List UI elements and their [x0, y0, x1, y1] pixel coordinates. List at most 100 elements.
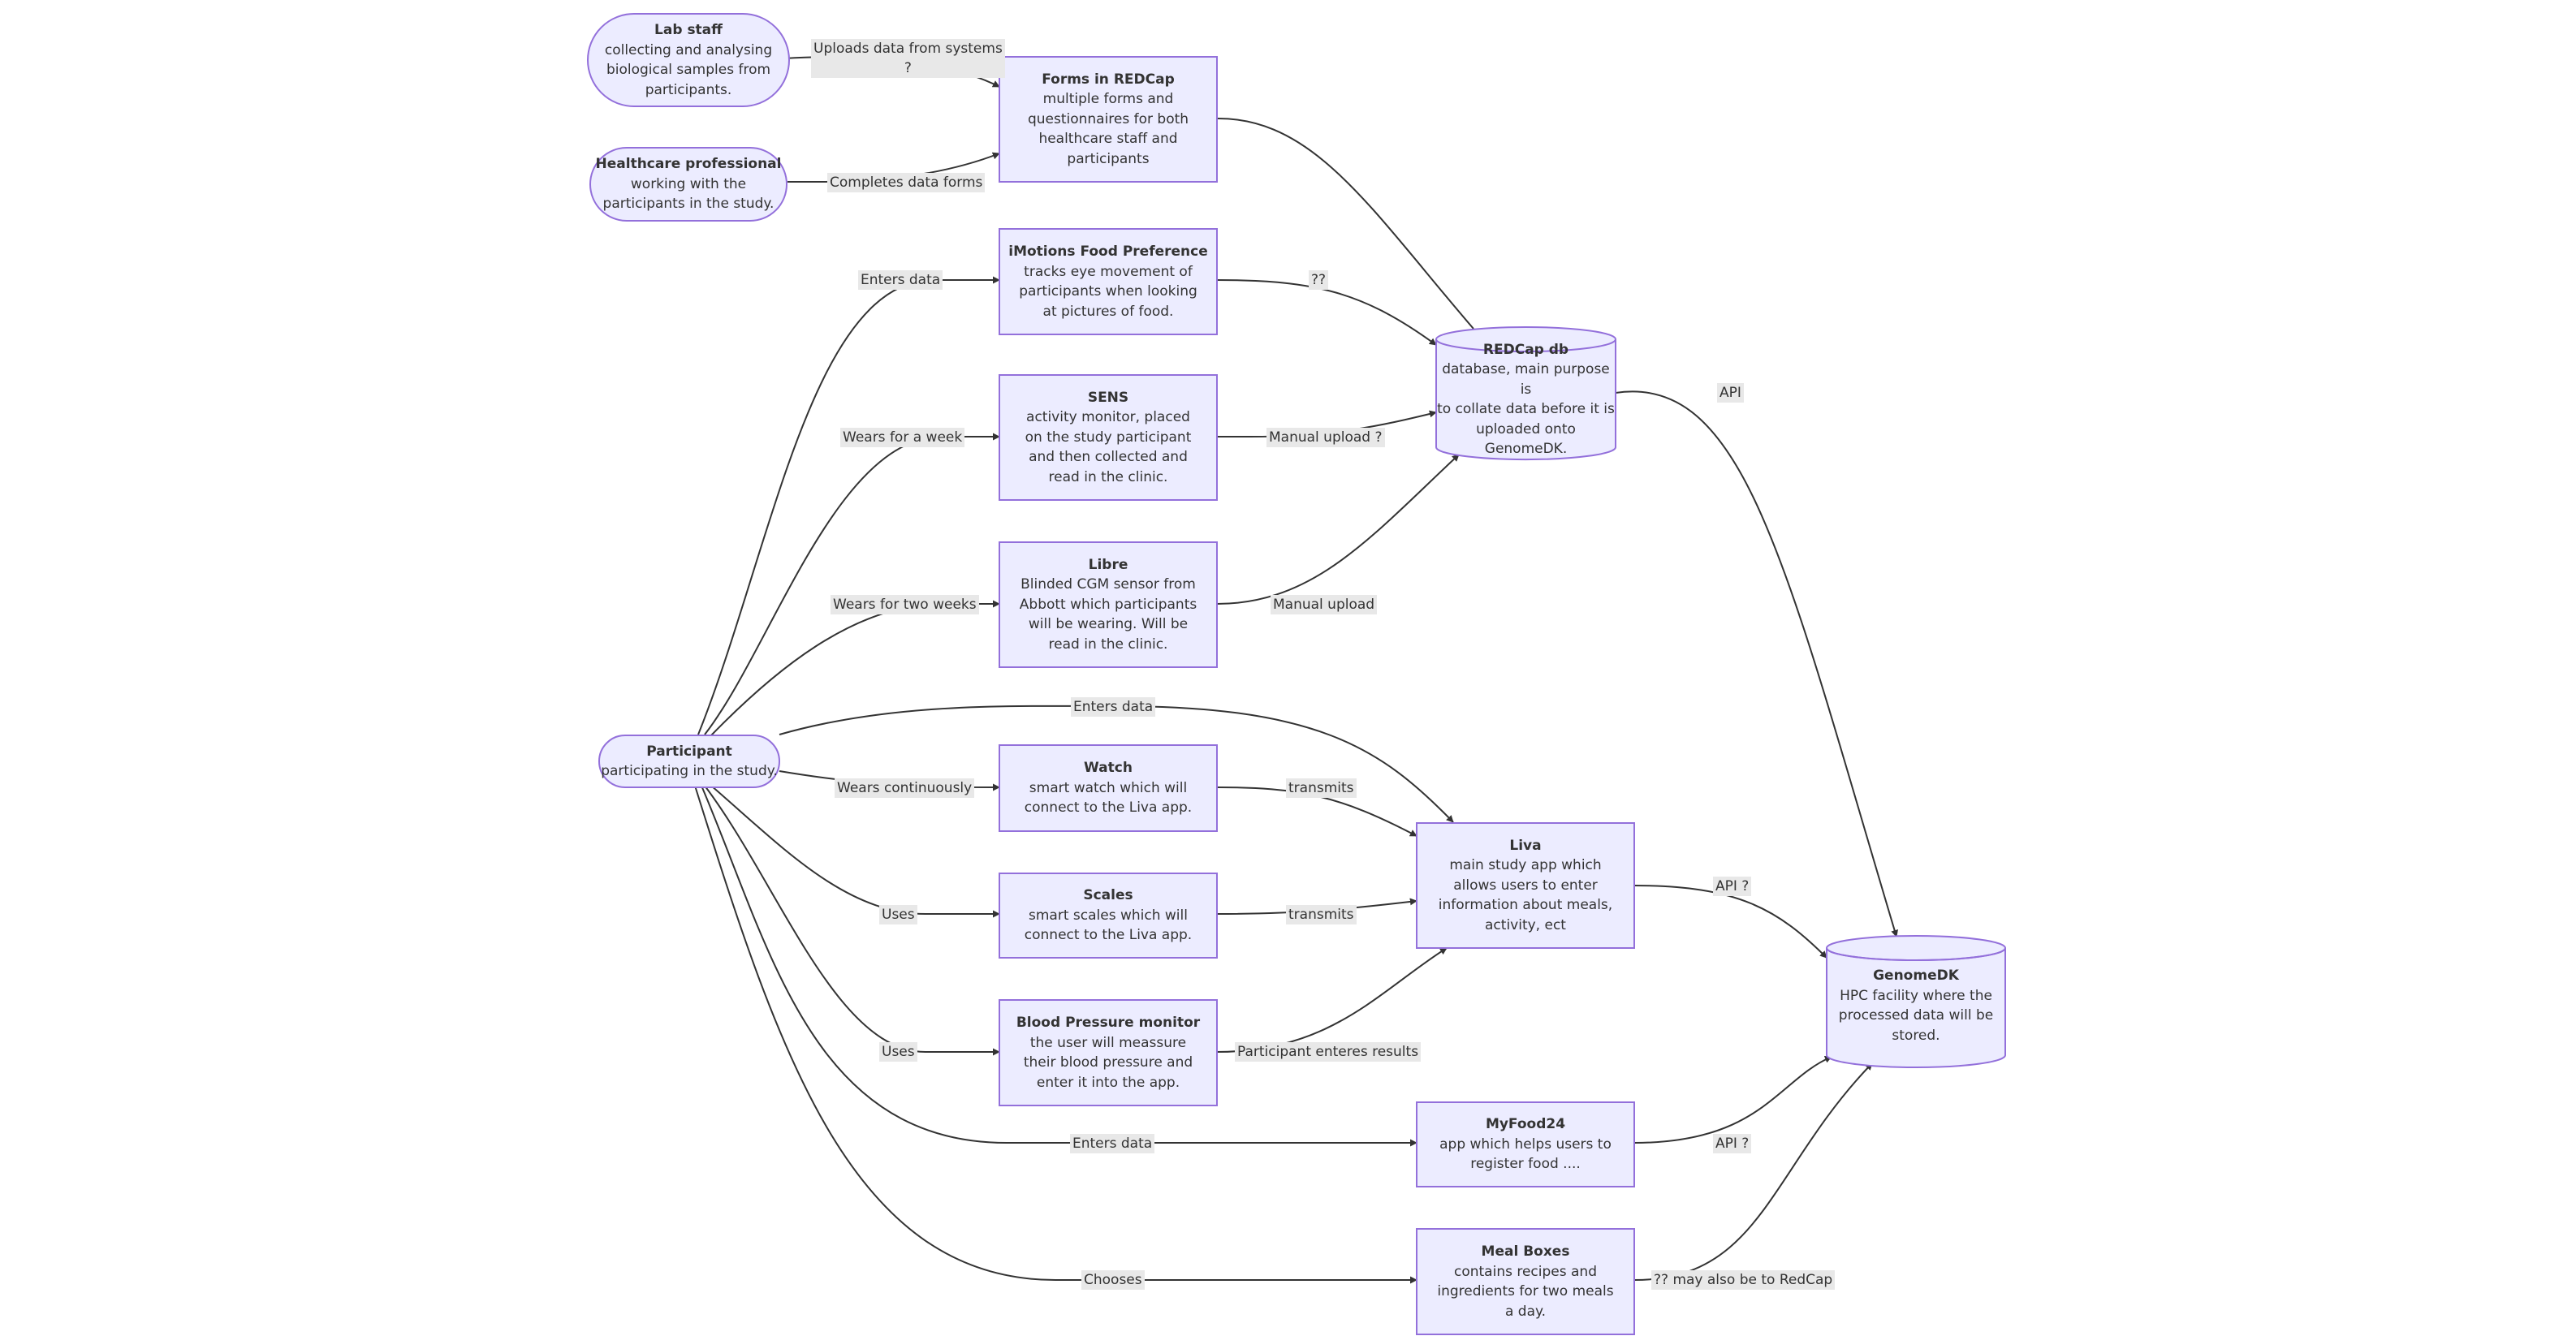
edge-label-meal-genome: ?? may also be to RedCap — [1651, 1270, 1836, 1290]
liva-shape — [1416, 822, 1635, 949]
sens-line-3: and then collected and — [1029, 449, 1188, 466]
bp-line-1: the user will meassure — [1029, 1034, 1187, 1051]
participant-shape — [598, 735, 780, 788]
forms-line-2: questionnaires for both — [1027, 110, 1189, 127]
genomedk-line-1: HPC facility where the — [1840, 987, 1992, 1004]
edge-label-part-meal: Chooses — [1081, 1270, 1145, 1290]
edge-label-part-sens: Wears for a week — [840, 428, 965, 447]
forms-line-1: multiple forms and — [1042, 91, 1174, 108]
myfood-node[interactable]: MyFood24 app which helps users to regist… — [1417, 1102, 1634, 1187]
watch-shape — [999, 744, 1218, 832]
forms-line-3: healthcare staff and — [1038, 131, 1178, 148]
healthcare-title: Healthcare professional — [595, 156, 782, 173]
bp-title: Blood Pressure monitor — [1016, 1015, 1201, 1031]
edge-label-lab-forms-line-1: Uploads data from systems — [813, 41, 1003, 57]
sens-line-4: read in the clinic. — [1048, 468, 1168, 485]
edge-label-part-liva: Enters data — [1071, 697, 1156, 717]
mealboxes-shape — [1416, 1228, 1635, 1335]
sens-line-1: activity monitor, placed — [1026, 409, 1190, 426]
edge-bp-liva — [1216, 947, 1448, 1053]
edge-myfood-genome — [1633, 1056, 1832, 1144]
liva-line-4: activity, ect — [1485, 916, 1566, 933]
edge-label-bp-liva: Participant enteres results — [1235, 1042, 1422, 1062]
healthcare-shape — [589, 147, 787, 222]
myfood-line-2: register food .... — [1470, 1156, 1581, 1173]
edges — [694, 56, 1898, 1284]
scales-node[interactable]: Scales smart scales which will connect t… — [999, 873, 1217, 958]
genomedk-node[interactable]: GenomeDK HPC facility where the processe… — [1827, 959, 2005, 1052]
edge-meal-genome — [1633, 1062, 1873, 1281]
watch-line-2: connect to the Liva app. — [1024, 799, 1193, 817]
libre-line-1: Blinded CGM sensor from — [1020, 576, 1196, 593]
edge-label-redcap-genome: API — [1717, 383, 1744, 403]
edge-label-watch-liva: transmits — [1286, 778, 1357, 798]
imotions-line-3: at pictures of food. — [1042, 303, 1174, 320]
redcap-db-node[interactable]: REDCap db database, main purpose is to c… — [1436, 342, 1616, 458]
imotions-shape — [999, 228, 1218, 335]
healthcare-node[interactable]: Healthcare professional working with the… — [590, 148, 787, 221]
myfood-shape — [1416, 1101, 1635, 1187]
genomedk-line-3: stored. — [1892, 1027, 1940, 1044]
scales-line-2: connect to the Liva app. — [1024, 927, 1193, 944]
myfood-title: MyFood24 — [1485, 1116, 1566, 1133]
edge-label-health-forms: Completes data forms — [827, 173, 986, 192]
edge-label-part-imotions: Enters data — [858, 270, 943, 290]
lab-staff-shape — [587, 13, 790, 107]
node-shapes — [587, 13, 2006, 1335]
scales-line-1: smart scales which will — [1029, 907, 1188, 924]
sens-node[interactable]: SENS activity monitor, placed on the stu… — [999, 375, 1217, 500]
participant-title: Participant — [646, 743, 732, 760]
genomedk-cylinder — [1826, 935, 2006, 1068]
lab-staff-line-2: biological samples from — [606, 62, 771, 78]
edge-label-part-scales: Uses — [879, 905, 917, 924]
liva-node[interactable]: Liva main study app which allows users t… — [1417, 823, 1634, 948]
healthcare-line-2: participants in the study. — [602, 196, 775, 213]
lab-staff-title: Lab staff — [654, 22, 723, 38]
edge-label-myfood-genome: API ? — [1713, 1134, 1752, 1153]
libre-title: Libre — [1088, 556, 1128, 573]
edge-part-scales — [710, 785, 1000, 918]
redcap-db-line-1: database, main purpose is — [1442, 361, 1610, 398]
watch-node[interactable]: Watch smart watch which will connect to … — [999, 745, 1217, 831]
edge-label-part-watch: Wears continuously — [835, 778, 975, 798]
bp-line-2: their blood pressure and — [1023, 1054, 1193, 1071]
liva-line-2: allows users to enter — [1453, 877, 1598, 894]
forms-shape — [999, 56, 1218, 183]
liva-title: Liva — [1509, 837, 1542, 854]
edge-label-lab-forms: Uploads data from systems ? — [811, 39, 1005, 78]
genomedk-title: GenomeDK — [1873, 968, 1959, 984]
redcap-db-title: REDCap db — [1482, 341, 1569, 358]
redcap-db-line-3: uploaded onto GenomeDK. — [1476, 420, 1576, 458]
imotions-title: iMotions Food Preference — [1008, 243, 1208, 260]
edge-forms-redcap — [1216, 117, 1474, 330]
edge-label-sens-redcap: Manual upload ? — [1266, 428, 1385, 447]
mealboxes-title: Meal Boxes — [1481, 1243, 1570, 1260]
sens-shape — [999, 374, 1218, 501]
genomedk-line-2: processed data will be — [1838, 1007, 1994, 1024]
redcap-db-cylinder — [1435, 326, 1616, 461]
bp-shape — [999, 999, 1218, 1106]
scales-shape — [999, 873, 1218, 959]
scales-title: Scales — [1083, 887, 1133, 904]
edge-part-bp — [704, 785, 1000, 1056]
imotions-node[interactable]: iMotions Food Preference tracks eye move… — [999, 229, 1217, 334]
edge-label-lab-forms-line-2: ? — [904, 60, 912, 76]
healthcare-line-1: working with the — [630, 175, 747, 192]
imotions-line-2: participants when looking — [1019, 283, 1197, 300]
participant-node[interactable]: Participant participating in the study. — [599, 735, 779, 787]
libre-shape — [999, 541, 1218, 668]
libre-node[interactable]: Libre Blinded CGM sensor from Abbott whi… — [999, 542, 1217, 667]
liva-line-1: main study app which — [1449, 857, 1602, 874]
bp-node[interactable]: Blood Pressure monitor the user will mea… — [999, 1000, 1217, 1105]
mealboxes-node[interactable]: Meal Boxes contains recipes and ingredie… — [1417, 1229, 1634, 1334]
libre-line-4: read in the clinic. — [1048, 636, 1168, 653]
edge-liva-genome — [1633, 885, 1827, 959]
lab-staff-node[interactable]: Lab staff collecting and analysing biolo… — [588, 14, 789, 106]
edge-part-myfood — [701, 785, 1417, 1147]
imotions-line-1: tracks eye movement of — [1024, 263, 1193, 280]
forms-node[interactable]: Forms in REDCap multiple forms and quest… — [999, 57, 1217, 182]
myfood-line-1: app which helps users to — [1439, 1136, 1612, 1153]
edge-label-liva-genome: API ? — [1713, 877, 1752, 896]
edge-libre-redcap — [1216, 454, 1460, 605]
edge-label-part-libre: Wears for two weeks — [831, 595, 979, 614]
